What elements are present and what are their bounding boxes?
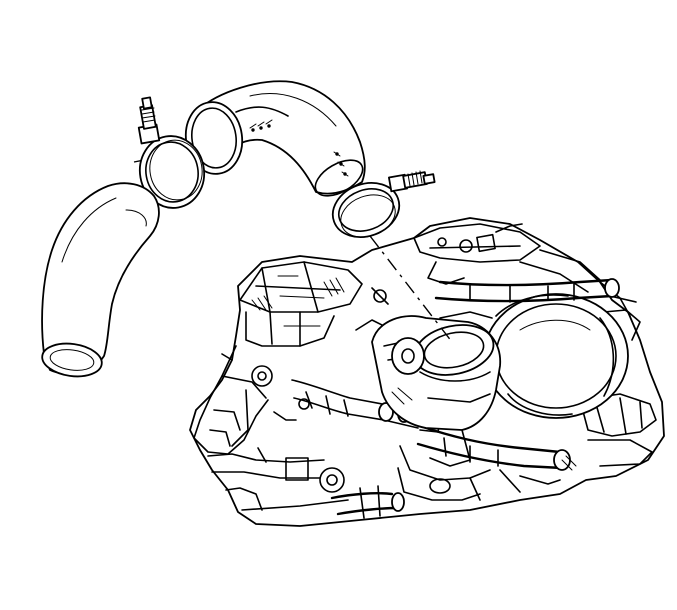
lower-radiator-hose xyxy=(41,182,160,378)
hose-clamp-left xyxy=(137,96,206,209)
alignment-line xyxy=(369,235,453,343)
hose-clamp-right xyxy=(331,170,436,238)
thermostat-outlet xyxy=(371,315,501,467)
upper-hose-elbow xyxy=(184,80,366,197)
